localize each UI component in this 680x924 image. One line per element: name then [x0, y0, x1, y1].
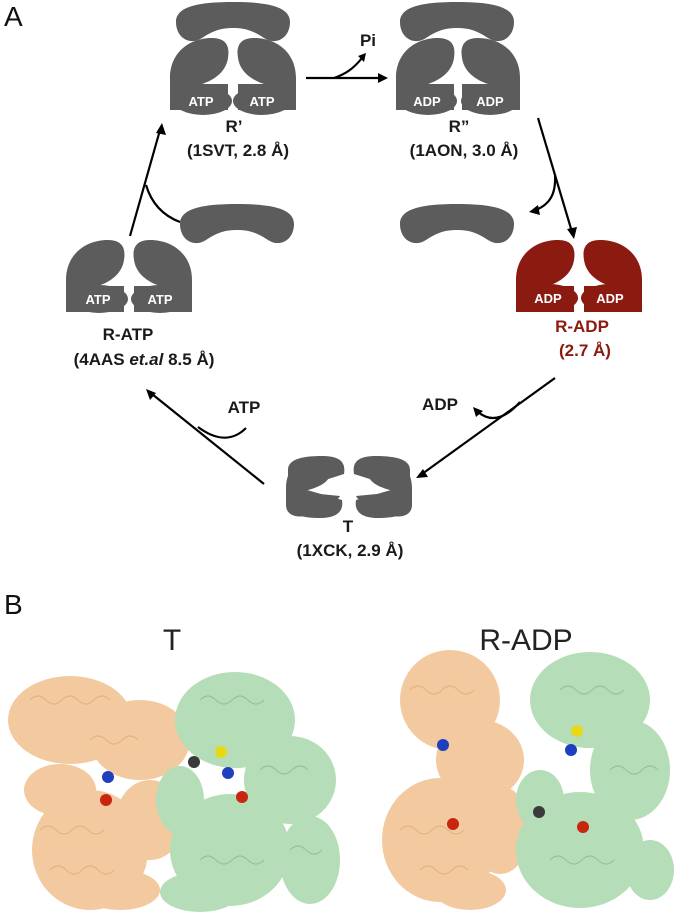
- subunit-left-body: [288, 456, 345, 518]
- panel-b-label: B: [4, 589, 23, 620]
- nucleotide-label: ADP: [413, 94, 441, 109]
- nucleotide-pocket-right: [131, 285, 189, 313]
- structure-t: [8, 672, 340, 912]
- state-pdb: (1XCK, 2.9 Å): [297, 541, 404, 560]
- groes-lid: [176, 2, 290, 42]
- arrow-pi-release: Pi: [306, 31, 388, 83]
- chain-green: [516, 652, 674, 908]
- red-sphere: [100, 794, 112, 806]
- chain-green: [156, 672, 340, 912]
- groes-lid: [400, 2, 514, 42]
- state-pdb: (2.7 Å): [559, 341, 611, 360]
- blue-sphere: [102, 771, 114, 783]
- red-sphere: [236, 791, 248, 803]
- groes-lid-released: [400, 204, 514, 244]
- black-sphere: [533, 806, 545, 818]
- state-name: R-ATP: [103, 325, 154, 344]
- helix-texture-green: [199, 695, 323, 865]
- red-sphere: [577, 821, 589, 833]
- nucleotide-pocket-left: [70, 285, 128, 313]
- subunit-right-body: [353, 456, 410, 518]
- yellow-sphere: [215, 746, 227, 758]
- nucleotide-pocket-left: [399, 87, 457, 115]
- pi-label: Pi: [360, 31, 376, 50]
- nucleotide-pocket-left: [520, 284, 578, 312]
- state-r-atp: ATP ATP R-ATP (4AAS et.al 8.5 Å): [66, 240, 214, 369]
- blue-sphere: [565, 744, 577, 756]
- state-name: R-ADP: [555, 317, 609, 336]
- blue-sphere: [437, 739, 449, 751]
- panel-a-label: A: [4, 1, 23, 32]
- structure-title-left: T: [163, 624, 181, 657]
- arrow-adp-release: ADP: [416, 377, 556, 478]
- nucleotide-pocket-right: [581, 284, 639, 312]
- nucleotide-label: ADP: [476, 94, 504, 109]
- yellow-sphere: [571, 725, 583, 737]
- nucleotide-pocket-right: [461, 87, 519, 115]
- state-name: T: [343, 517, 354, 536]
- nucleotide-pocket-left: [174, 87, 232, 115]
- adp-label: ADP: [422, 395, 458, 414]
- state-pdb: (4AAS et.al 8.5 Å): [74, 350, 215, 369]
- structure-title-right: R-ADP: [479, 624, 572, 657]
- state-name: R’: [226, 117, 243, 136]
- arrow-groes-binding: [128, 123, 294, 244]
- blue-sphere: [222, 767, 234, 779]
- chain-orange: [382, 650, 530, 910]
- helix-texture-green: [549, 685, 659, 865]
- state-r-adp: ADP ADP R-ADP (2.7 Å): [516, 240, 642, 360]
- nucleotide-label: ADP: [596, 291, 624, 306]
- black-sphere: [188, 756, 200, 768]
- state-pdb: (1SVT, 2.8 Å): [187, 141, 289, 160]
- helix-texture: [29, 695, 139, 875]
- markers-t: [100, 746, 248, 806]
- arrow-groes-release: [400, 117, 577, 244]
- nucleotide-label: ATP: [249, 94, 274, 109]
- state-pdb: (1AON, 3.0 Å): [410, 141, 519, 160]
- nucleotide-label: ATP: [85, 292, 110, 307]
- nucleotide-pocket-right: [233, 87, 291, 115]
- state-t: T (1XCK, 2.9 Å): [286, 456, 412, 560]
- atp-label: ATP: [228, 398, 261, 417]
- nucleotide-label: ATP: [188, 94, 213, 109]
- state-r-prime: ATP ATP R’ (1SVT, 2.8 Å): [170, 2, 296, 160]
- markers-r-adp: [437, 725, 589, 833]
- helix-texture: [399, 685, 475, 875]
- nucleotide-label: ADP: [534, 291, 562, 306]
- state-r-double-prime: ADP ADP R” (1AON, 3.0 Å): [396, 2, 520, 160]
- structure-r-adp: [382, 650, 674, 910]
- nucleotide-label: ATP: [147, 292, 172, 307]
- state-name: R”: [449, 117, 470, 136]
- groes-lid-binding: [180, 204, 294, 244]
- arrow-atp-binding: ATP: [146, 389, 265, 485]
- red-sphere: [447, 818, 459, 830]
